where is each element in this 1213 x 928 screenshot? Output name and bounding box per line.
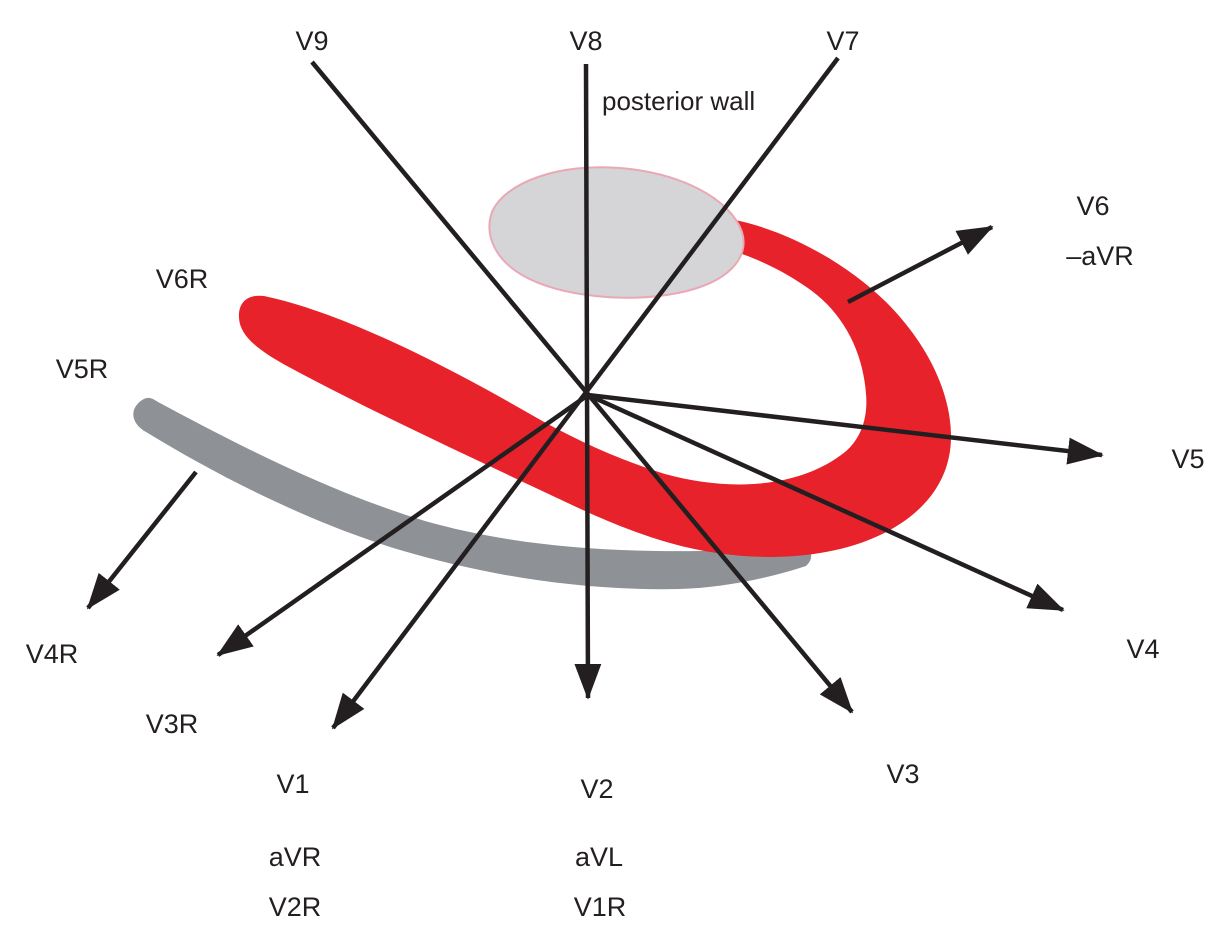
label-v1: V1 [276, 769, 309, 799]
label-v1r: V1R [574, 892, 627, 922]
label-avr: aVR [269, 842, 322, 872]
v7-v1-axis-line [331, 56, 840, 730]
red-horseshoe-shape [238, 217, 952, 557]
v5-axis-arrow [587, 392, 1104, 465]
v4r-axis-arrow [86, 470, 198, 610]
label-v4: V4 [1126, 634, 1159, 664]
label-v7: V7 [826, 26, 859, 56]
v6-neg-avr-axis-arrow [846, 225, 994, 304]
v4-axis-arrow [587, 392, 1065, 613]
label-avl: aVL [575, 842, 623, 872]
label-v4r: V4R [26, 639, 79, 669]
label-v6r: V6R [156, 264, 209, 294]
label-v8: V8 [569, 26, 602, 56]
label-v2r: V2R [269, 892, 322, 922]
label-v9: V9 [295, 26, 328, 56]
label-v5r: V5R [56, 354, 109, 384]
label-v6: V6 [1076, 191, 1109, 221]
label-v2: V2 [580, 774, 613, 804]
gray-band-shape [133, 397, 812, 590]
v8-v2-axis-line [574, 63, 602, 700]
label-v3r: V3R [146, 709, 199, 739]
label-posterior-wall: posterior wall [602, 86, 755, 116]
v9-v3-axis-line [310, 60, 854, 714]
label-v3: V3 [886, 759, 919, 789]
label-neg-avr: –aVR [1066, 241, 1134, 271]
v3r-axis-arrow [216, 393, 590, 657]
label-v5: V5 [1171, 444, 1204, 474]
